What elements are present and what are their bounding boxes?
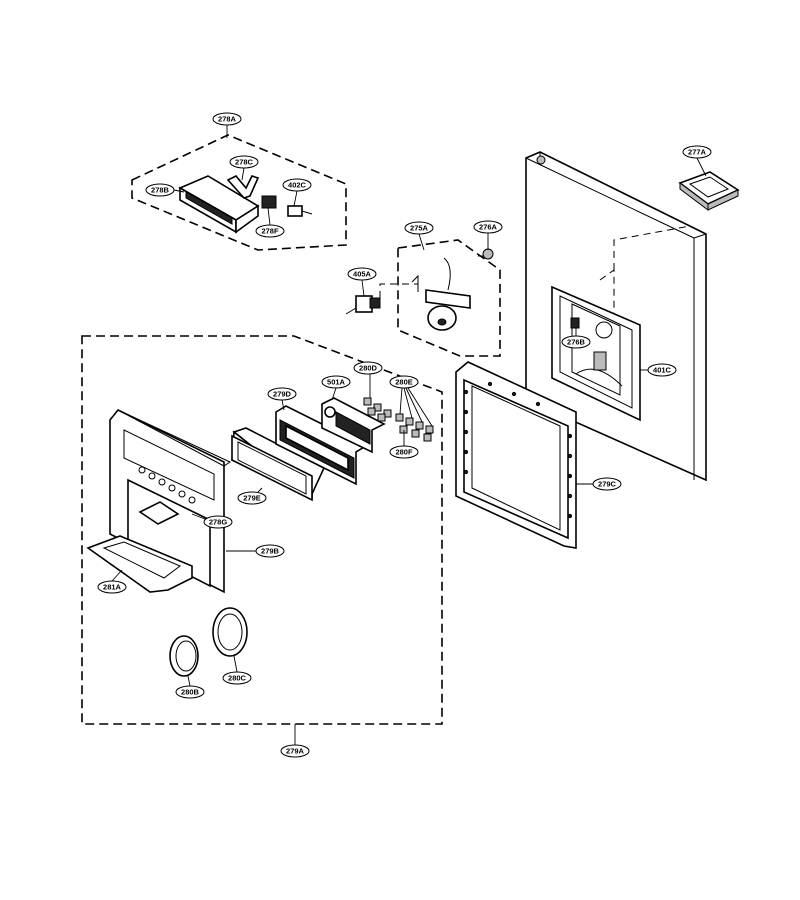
ring-280b <box>169 635 199 677</box>
callout-278c-text: 278C <box>235 158 254 167</box>
callout-278g-text: 278G <box>209 518 228 527</box>
callout-278b: 278B <box>145 183 175 197</box>
callout-281a-text: 281A <box>103 583 122 592</box>
callout-279c: 279C <box>592 477 622 491</box>
callout-276b: 276B <box>561 335 591 349</box>
group-278a-outline <box>131 134 347 251</box>
callout-280c-text: 280C <box>228 674 247 683</box>
callout-279b-text: 279B <box>261 547 280 556</box>
bracket-278b <box>178 175 260 234</box>
callout-405a: 405A <box>347 267 377 281</box>
gasket-279c <box>455 361 577 549</box>
pad-278f <box>261 195 277 209</box>
callout-281a: 281A <box>97 580 127 594</box>
cap-277a <box>678 171 740 211</box>
dispenser-housing-401c <box>551 285 641 422</box>
callout-280c: 280C <box>222 671 252 685</box>
solenoid-405a <box>345 283 418 315</box>
group-275a-outline <box>397 239 501 357</box>
switch-402c <box>287 205 313 217</box>
lever-278c <box>226 175 260 199</box>
callout-280e: 280E <box>389 375 419 389</box>
callout-277a: 277A <box>682 145 712 159</box>
gasket-279c-holes <box>463 381 573 519</box>
callout-279e: 279E <box>237 491 267 505</box>
display-279d <box>275 405 368 486</box>
callout-279a: 279A <box>280 744 310 758</box>
callout-276a: 276A <box>473 220 503 234</box>
callout-280b-text: 280B <box>181 688 200 697</box>
buttons-280e <box>395 413 434 442</box>
callout-276a-text: 276A <box>479 223 498 232</box>
callout-275a: 275A <box>404 221 434 235</box>
callout-279a-text: 279A <box>286 747 305 756</box>
callout-279b: 279B <box>255 544 285 558</box>
callout-275a-text: 275A <box>410 224 429 233</box>
callout-277a-text: 277A <box>688 148 707 157</box>
callout-279d: 279D <box>267 387 297 401</box>
callout-279d-text: 279D <box>273 390 292 399</box>
callout-280d-text: 280D <box>359 364 378 373</box>
callout-278g: 278G <box>203 515 233 529</box>
callout-405a-text: 405A <box>353 270 372 279</box>
callout-278f-text: 278F <box>261 227 279 236</box>
callout-501a: 501A <box>321 375 351 389</box>
callout-276b-text: 276B <box>567 338 586 347</box>
callout-401c: 401C <box>647 363 677 377</box>
callout-280b: 280B <box>175 685 205 699</box>
callout-501a-text: 501A <box>327 378 346 387</box>
buttons-280d <box>363 397 392 422</box>
pcb-501a <box>321 397 386 454</box>
ring-280c <box>212 607 248 657</box>
callout-401c-text: 401C <box>653 366 672 375</box>
group-279a-outline <box>81 335 443 725</box>
callout-279c-text: 279C <box>598 480 617 489</box>
spring-276a <box>478 248 494 260</box>
callout-278a-text: 278A <box>218 115 237 124</box>
callout-278f: 278F <box>255 224 285 238</box>
callout-280f-text: 280F <box>395 448 413 457</box>
callout-278b-text: 278B <box>151 186 170 195</box>
frame-279e <box>231 427 326 502</box>
callout-279e-text: 279E <box>243 494 261 503</box>
drip-tray-281a <box>86 535 193 593</box>
callout-280d: 280D <box>353 361 383 375</box>
callout-280e-text: 280E <box>395 378 413 387</box>
callout-280f: 280F <box>389 445 419 459</box>
callout-278a: 278A <box>212 112 242 126</box>
callout-402c: 402C <box>282 178 312 192</box>
callout-402c-text: 402C <box>288 181 307 190</box>
motor-assembly-275a <box>411 257 471 331</box>
callout-278c: 278C <box>229 155 259 169</box>
